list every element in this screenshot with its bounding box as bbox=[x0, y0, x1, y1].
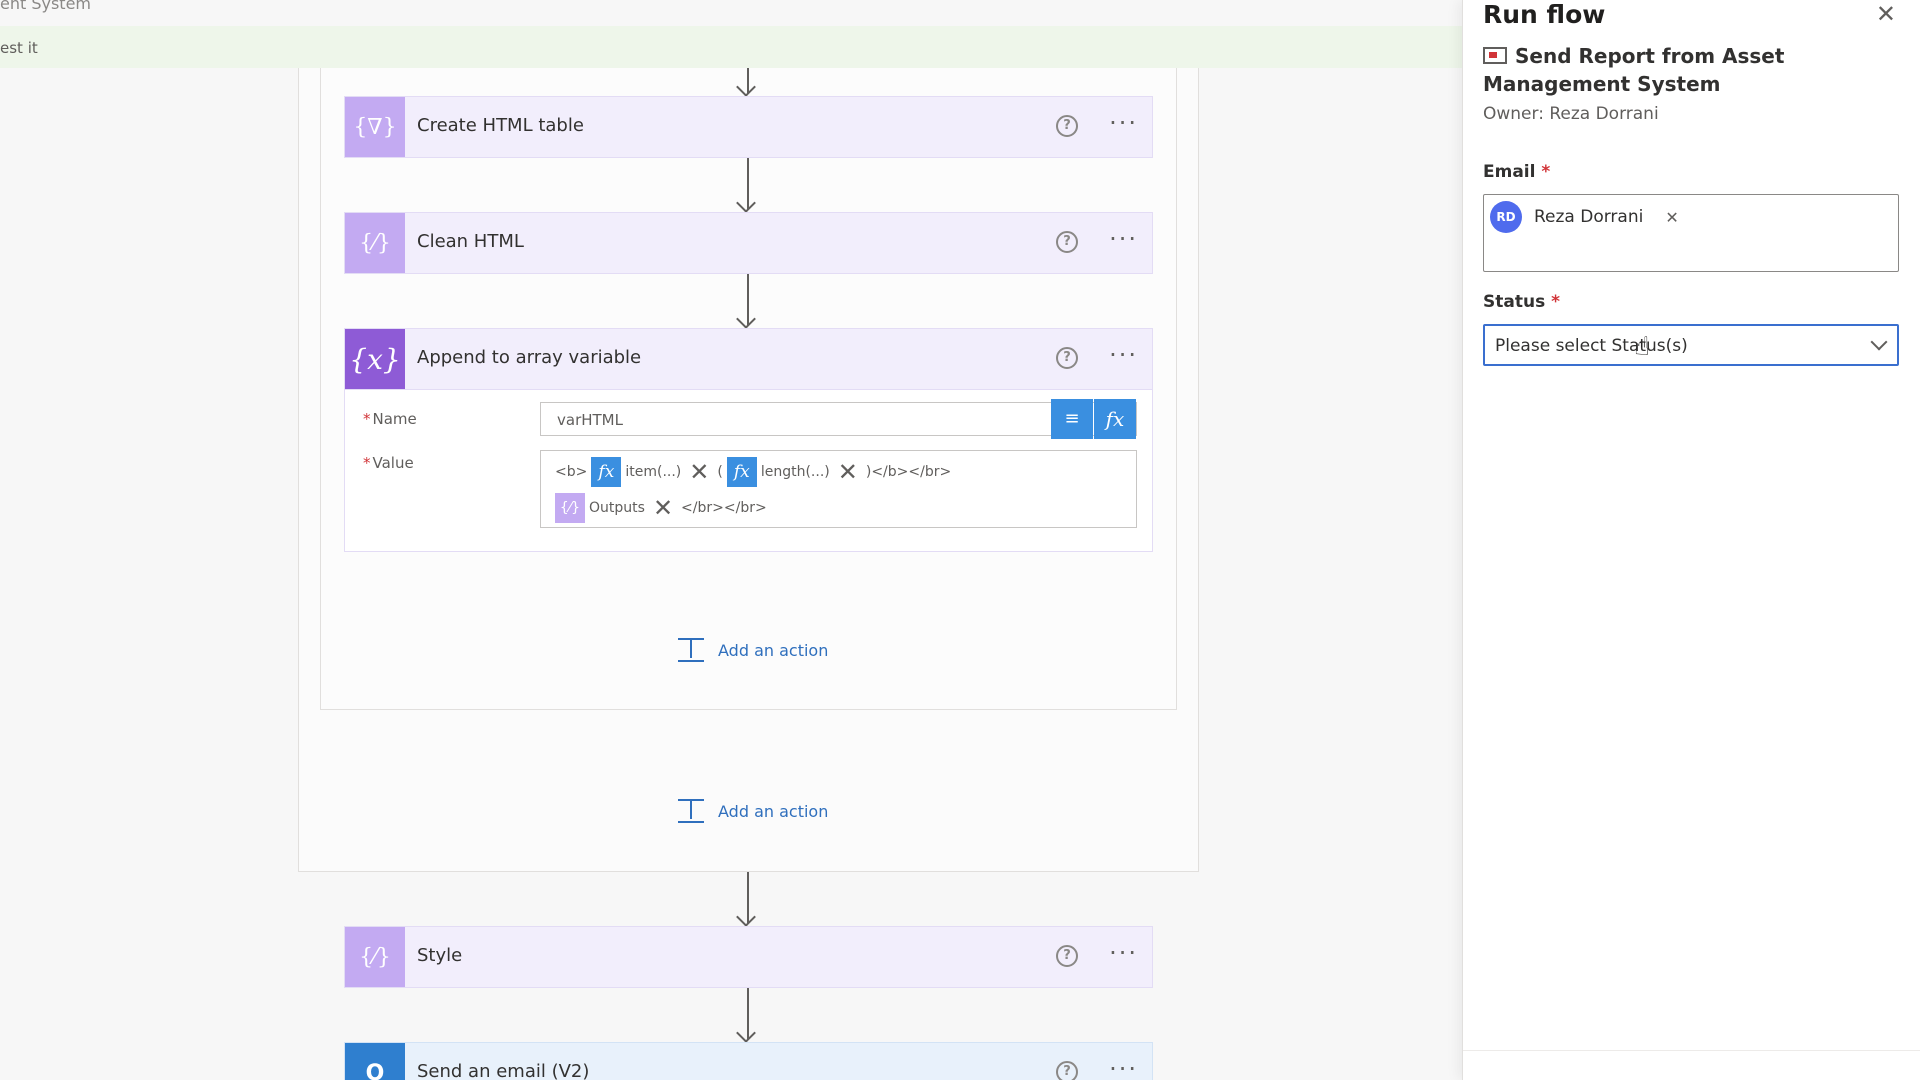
text-literal: )</b></br> bbox=[865, 464, 952, 480]
dynamic-token[interactable]: Outputs bbox=[589, 500, 645, 516]
panel-title: Run flow bbox=[1483, 0, 1606, 29]
more-options-icon[interactable]: ··· bbox=[1109, 341, 1138, 369]
add-action-label: Add an action bbox=[718, 801, 829, 821]
value-field-label: *Value bbox=[363, 454, 414, 472]
close-icon[interactable]: ✕ bbox=[1875, 0, 1896, 28]
outlook-icon: O bbox=[345, 1043, 405, 1080]
status-placeholder: Please select Status(s) bbox=[1495, 336, 1688, 356]
action-title: Create HTML table bbox=[417, 115, 584, 136]
email-people-picker[interactable]: RD Reza Dorrani ✕ bbox=[1483, 194, 1899, 272]
remove-token-icon[interactable]: ✕ bbox=[689, 458, 710, 486]
action-card-clean-html[interactable]: {⁄} Clean HTML ? ··· bbox=[344, 212, 1153, 274]
expression-fx-icon: fx bbox=[591, 457, 622, 487]
more-options-icon[interactable]: ··· bbox=[1109, 109, 1138, 137]
variable-x-icon: {x} bbox=[345, 329, 405, 389]
action-card-append-to-array-variable[interactable]: {x} Append to array variable ? ··· *Name… bbox=[344, 328, 1153, 552]
text-literal: </br></br> bbox=[681, 500, 767, 516]
flow-owner: Owner: Reza Dorrani bbox=[1483, 104, 1659, 124]
value-line-1: <b> fx item(...) ✕ ( fx length(...) ✕ )<… bbox=[555, 457, 951, 487]
person-name: Reza Dorrani bbox=[1534, 207, 1644, 227]
panel-divider bbox=[1463, 1050, 1920, 1051]
flow-canvas: ent System est it {∇} Create HTML table … bbox=[0, 0, 1462, 1080]
more-options-icon[interactable]: ··· bbox=[1109, 939, 1138, 967]
action-title: Append to array variable bbox=[417, 347, 642, 368]
run-flow-panel: Run flow ✕ Send Report from Asset Manage… bbox=[1462, 0, 1920, 1080]
add-action-button[interactable]: Add an action bbox=[678, 636, 828, 664]
test-banner-label[interactable]: est it bbox=[0, 39, 38, 57]
variable-name-value: varHTML bbox=[557, 411, 623, 429]
help-icon[interactable]: ? bbox=[1056, 945, 1078, 967]
status-dropdown[interactable]: Please select Status(s) bbox=[1483, 324, 1899, 366]
chevron-down-icon[interactable] bbox=[1870, 333, 1888, 351]
flow-title-fragment: ent System bbox=[0, 0, 92, 13]
required-mark: * bbox=[363, 410, 371, 428]
help-icon[interactable]: ? bbox=[1056, 1061, 1078, 1080]
dynamic-content-icon[interactable]: ≡ bbox=[1051, 399, 1093, 439]
remove-token-icon[interactable]: ✕ bbox=[652, 494, 674, 522]
action-title: Send an email (V2) bbox=[417, 1061, 590, 1080]
value-line-2: {⁄} Outputs ✕ </br></br> bbox=[555, 493, 767, 523]
add-action-button[interactable]: Add an action bbox=[678, 797, 828, 825]
help-icon[interactable]: ? bbox=[1056, 347, 1078, 369]
variable-braces-icon: {⁄} bbox=[345, 213, 405, 273]
expression-token[interactable]: item(...) bbox=[625, 464, 682, 480]
action-card-body: *Name varHTML ≡ fx *Value <b> fx item(..… bbox=[345, 389, 1152, 551]
connector-arrow bbox=[747, 274, 749, 326]
variable-braces-icon: {⁄} bbox=[555, 493, 585, 523]
required-mark: * bbox=[363, 454, 371, 472]
status-label: Status * bbox=[1483, 292, 1561, 312]
action-card-send-email[interactable]: O Send an email (V2) ? ··· bbox=[344, 1042, 1153, 1080]
name-field-label: *Name bbox=[363, 410, 417, 428]
variable-braces-icon: {∇} bbox=[345, 97, 405, 157]
add-action-label: Add an action bbox=[718, 640, 829, 660]
flow-name-text: Send Report from Asset Management System bbox=[1483, 44, 1785, 96]
text-literal: <b> bbox=[555, 464, 588, 480]
insert-step-icon bbox=[678, 797, 706, 825]
variable-braces-icon: {⁄} bbox=[345, 927, 405, 987]
connector-arrow bbox=[747, 872, 749, 924]
email-label: Email * bbox=[1483, 162, 1551, 182]
hand-cursor-icon: ☝ bbox=[1634, 332, 1650, 362]
connector-arrow bbox=[747, 158, 749, 210]
insert-step-icon bbox=[678, 636, 706, 664]
expression-fx-icon: fx bbox=[726, 457, 757, 487]
help-icon[interactable]: ? bbox=[1056, 115, 1078, 137]
help-icon[interactable]: ? bbox=[1056, 231, 1078, 253]
more-options-icon[interactable]: ··· bbox=[1109, 1055, 1138, 1080]
action-card-create-html-table[interactable]: {∇} Create HTML table ? ··· bbox=[344, 96, 1153, 158]
action-title: Clean HTML bbox=[417, 231, 524, 252]
connector-arrow bbox=[747, 988, 749, 1040]
action-card-style[interactable]: {⁄} Style ? ··· bbox=[344, 926, 1153, 988]
remove-person-icon[interactable]: ✕ bbox=[1665, 207, 1679, 227]
avatar: RD bbox=[1490, 201, 1522, 233]
flow-name: Send Report from Asset Management System bbox=[1483, 42, 1903, 98]
remove-token-icon[interactable]: ✕ bbox=[837, 458, 858, 486]
flow-icon bbox=[1483, 47, 1507, 64]
variable-name-input[interactable]: varHTML ≡ fx bbox=[540, 399, 1137, 439]
more-options-icon[interactable]: ··· bbox=[1109, 225, 1138, 253]
expression-fx-icon[interactable]: fx bbox=[1094, 399, 1136, 439]
test-banner: est it bbox=[0, 26, 1462, 68]
connector-arrow bbox=[747, 68, 749, 94]
action-title: Style bbox=[417, 945, 463, 966]
person-chip: RD Reza Dorrani ✕ bbox=[1490, 201, 1679, 233]
text-literal: ( bbox=[717, 464, 723, 480]
value-expression-input[interactable]: <b> fx item(...) ✕ ( fx length(...) ✕ )<… bbox=[540, 450, 1137, 528]
expression-token[interactable]: length(...) bbox=[760, 464, 830, 480]
